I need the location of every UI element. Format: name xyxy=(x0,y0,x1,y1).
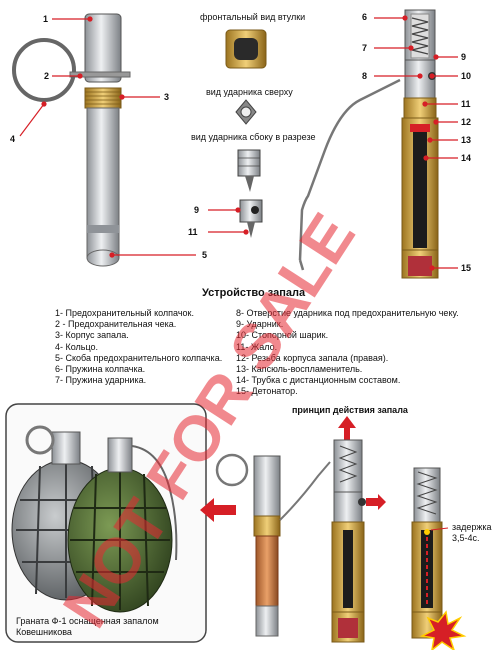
legend-right: 8- Отверстие ударника под предохранитель… xyxy=(236,308,459,398)
legend-item: 13- Капсюль-воспламенитель. xyxy=(236,364,363,375)
legend-item: 10- Стопорной шарик. xyxy=(236,330,329,341)
grenade-caption-line2: Ковешникова xyxy=(16,627,72,637)
label-bushing-front-view: фронтальный вид втулки xyxy=(200,12,306,22)
explosion-icon xyxy=(419,610,467,650)
delay-label: задержка xyxy=(452,522,492,532)
legend-item: 15- Детонатор. xyxy=(236,386,298,397)
legend-item: 11- Жало. xyxy=(236,341,278,352)
fuse-tube xyxy=(86,107,120,259)
section-title: Устройство запала xyxy=(202,287,306,299)
callout-9-striker: 9 xyxy=(194,205,200,215)
legend-item: 3- Корпус запала. xyxy=(55,330,129,341)
legend-item: 5- Скоба предохранительного колпачка. xyxy=(55,352,223,363)
legend-item: 12- Резьба корпуса запала (правая). xyxy=(236,352,389,363)
callout-6: 6 xyxy=(362,12,368,22)
legend-item: 6- Пружина колпачка. xyxy=(55,364,146,375)
arrow-up-icon xyxy=(338,416,356,440)
callout-10: 10 xyxy=(461,71,472,81)
cap-lever xyxy=(298,78,401,261)
legend-item: 2 - Предохранительная чека. xyxy=(55,319,177,330)
arrow-right-icon xyxy=(366,494,386,510)
grenade-caption-line1: Граната Ф-1 оснащенная запалом xyxy=(16,616,159,626)
legend-item: 7- Пружина ударника. xyxy=(55,375,147,386)
callout-4: 4 xyxy=(10,134,16,144)
callout-8: 8 xyxy=(362,71,368,81)
legend-item: 8- Отверстие ударника под предохранитель… xyxy=(236,308,459,318)
safety-pin xyxy=(69,71,131,78)
legend-item: 1- Предохранительный колпачок. xyxy=(55,308,194,318)
arrow-left-icon xyxy=(200,498,236,522)
delay-value: 3,5-4с. xyxy=(452,533,480,543)
callout-1: 1 xyxy=(43,14,49,24)
callout-9: 9 xyxy=(461,52,467,62)
fuse-thread xyxy=(84,87,122,109)
callout-3: 3 xyxy=(164,92,170,102)
striker-section-view xyxy=(237,149,261,192)
callout-13: 13 xyxy=(461,135,472,145)
fuse-operation-2 xyxy=(411,467,467,650)
fuse-ring xyxy=(12,38,76,102)
fuse-cap xyxy=(84,13,122,83)
assembled-fuse xyxy=(12,13,131,267)
legend-item: 9- Ударник. xyxy=(236,319,284,330)
label-striker-top-view: вид ударника сверху xyxy=(206,87,293,97)
callout-15: 15 xyxy=(461,263,472,273)
bushing-front-view xyxy=(225,29,267,69)
callout-11: 11 xyxy=(461,99,471,109)
fuse-pin-pulled xyxy=(215,453,331,637)
callout-2: 2 xyxy=(44,71,50,81)
fuse-operation-1 xyxy=(331,416,386,643)
legend-left: 1- Предохранительный колпачок. 2 - Предо… xyxy=(55,308,222,386)
grenade-panel xyxy=(5,403,207,643)
cutaway-fuse xyxy=(401,9,439,279)
label-striker-side-view: вид ударника сбоку в разрезе xyxy=(191,132,316,142)
callout-11-striker: 11 xyxy=(188,227,198,237)
legend-item: 14- Трубка с дистанционным составом. xyxy=(236,375,401,386)
callout-5: 5 xyxy=(202,250,208,260)
callout-12: 12 xyxy=(461,117,472,127)
callout-7: 7 xyxy=(362,43,368,53)
striker-top-view xyxy=(235,99,257,125)
principle-label: принцип действия запала xyxy=(292,405,408,415)
callout-14: 14 xyxy=(461,153,472,163)
legend-item: 4- Кольцо. xyxy=(55,341,99,352)
